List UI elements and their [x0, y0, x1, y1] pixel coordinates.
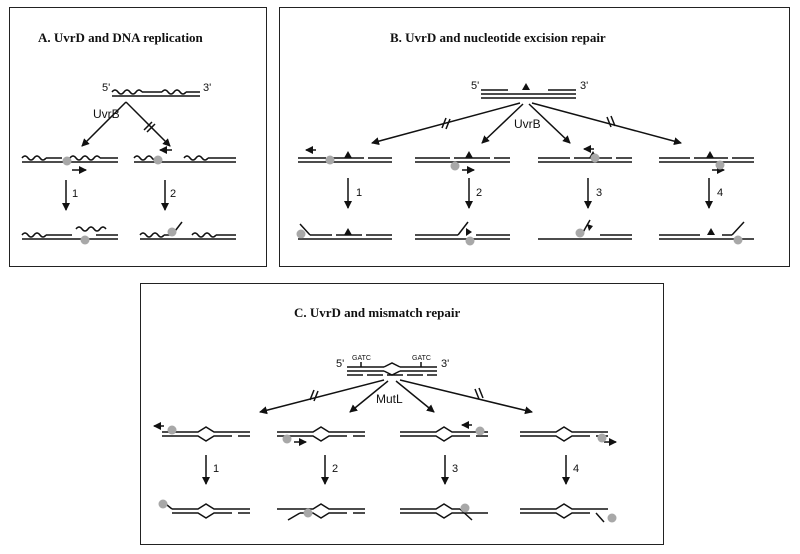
panel-b-block-mark	[445, 118, 451, 130]
panel-c-uvrd	[158, 425, 617, 523]
panel-a-uvrd-product-2	[167, 227, 177, 237]
panel-a-step-2: 2	[170, 188, 176, 200]
panel-c-gatc-right: GATC	[412, 355, 431, 362]
panel-b-uvrd	[296, 153, 743, 246]
panel-c-step-1: 1	[213, 463, 219, 475]
panel-c-products	[161, 500, 608, 523]
panel-b-3prime: 3'	[580, 80, 588, 92]
panel-b-intermediate-2	[415, 157, 510, 174]
panel-c-arrow-1	[259, 379, 385, 415]
panel-a-block-mark	[143, 121, 153, 131]
panel-b-substrate	[481, 83, 576, 99]
panel-a-art	[21, 89, 236, 245]
panel-b-step-2: 2	[476, 187, 482, 199]
panel-c-arrow-2	[349, 380, 389, 413]
panel-b-arrow-3	[528, 103, 571, 144]
panel-a-substrate	[111, 89, 200, 97]
panel-c-step-2: 2	[332, 463, 338, 475]
panel-c-arrow-4	[399, 379, 533, 415]
panel-b-product-3	[538, 219, 632, 240]
panel-a-step-1: 1	[72, 188, 78, 200]
panel-a-product-2	[139, 221, 236, 240]
panel-c: C. UvrD and mismatch repair	[140, 283, 664, 545]
panel-b-intermediate-3	[538, 145, 632, 163]
panel-c-art	[153, 362, 617, 523]
panel-b-intermediate-1	[298, 146, 392, 163]
panel-a-uvrd-2	[153, 155, 163, 165]
panel-b-block-mark	[610, 115, 616, 127]
panel-b-intermediate-4	[659, 157, 754, 174]
panel-b-step-1: 1	[356, 187, 362, 199]
panel-c-3prime: 3'	[441, 358, 449, 370]
panel-b-title: B. UvrD and nucleotide excision repair	[390, 30, 606, 45]
panel-b-step-3: 3	[596, 187, 602, 199]
panel-b-arrow-4	[531, 102, 682, 146]
panel-a-arrow-right	[125, 101, 171, 147]
panel-c-block-mark	[309, 389, 315, 401]
panel-b-block-mark	[441, 117, 447, 129]
panel-b-product-1	[298, 223, 392, 240]
panel-b-lesions	[344, 151, 715, 236]
panel-b-protein-label: UvrB	[514, 117, 541, 131]
panel-a-intermediate-2	[133, 146, 236, 163]
panel-b: B. UvrD and nucleotide excision repair	[279, 7, 790, 267]
panel-b-art	[296, 83, 754, 246]
panel-c-5prime: 5'	[336, 358, 344, 370]
panel-a: A. UvrD and DNA replication	[9, 7, 267, 267]
panel-a-uvrd-1	[62, 156, 72, 166]
panel-c-substrate	[347, 362, 437, 376]
panel-b-labels: 5' 3' UvrB 1 2 3 4	[356, 80, 723, 199]
panel-b-block-mark	[606, 116, 612, 128]
panel-c-labels: 5' 3' GATC GATC MutL 1 2 3 4	[213, 355, 579, 475]
panel-b-product-2	[415, 221, 510, 240]
panel-c-title: C. UvrD and mismatch repair	[294, 305, 461, 320]
panel-a-arrow-left	[81, 101, 127, 147]
panel-a-3prime: 3'	[203, 82, 211, 94]
panel-a-title: A. UvrD and DNA replication	[38, 30, 203, 45]
panel-c-arrow-3	[395, 380, 435, 413]
panel-a-product-1	[21, 226, 118, 240]
panel-c-gatc-left: GATC	[352, 355, 371, 362]
panel-c-step-4: 4	[573, 463, 579, 475]
panel-a-uvrd-product-1	[80, 235, 90, 245]
panel-a-labels: 5' 3' UvrB 1 2	[72, 82, 211, 200]
panel-b-nicks	[326, 156, 732, 237]
panel-c-step-3: 3	[452, 463, 458, 475]
panel-a-5prime: 5'	[102, 82, 110, 94]
panel-b-arrow-1	[371, 102, 521, 146]
panel-b-5prime: 5'	[471, 80, 479, 92]
panel-c-intermediates	[153, 421, 617, 446]
panel-c-protein-label: MutL	[376, 392, 403, 406]
panel-a-protein-label: UvrB	[93, 107, 120, 121]
panel-b-step-4: 4	[717, 187, 723, 199]
panel-a-block-mark	[146, 123, 156, 133]
panel-b-arrow-2	[481, 103, 524, 144]
